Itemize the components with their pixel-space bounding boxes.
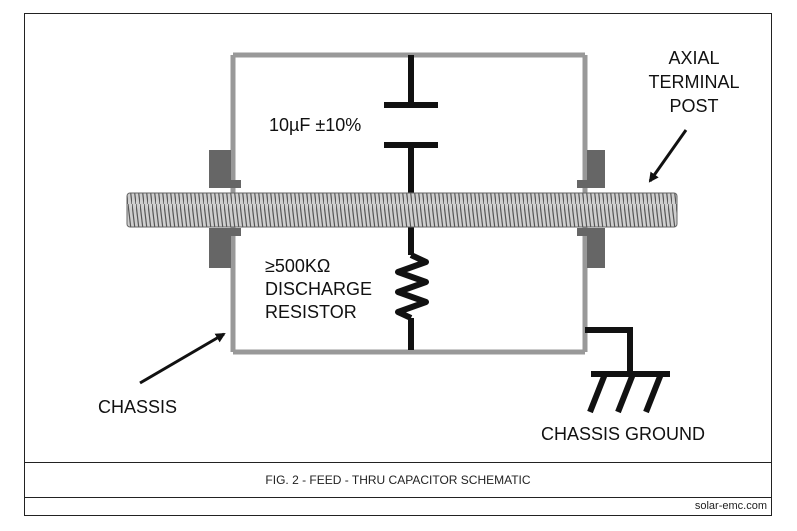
resistor-desc-line2: RESISTOR — [265, 302, 357, 322]
resistor-value-label: ≥500KΩ — [265, 256, 330, 276]
figure-frame — [24, 13, 772, 516]
post-label-line3: POST — [669, 96, 718, 116]
post-label-line1: AXIAL — [668, 48, 719, 68]
figure-caption: FIG. 2 - FEED - THRU CAPACITOR SCHEMATIC — [24, 462, 772, 498]
source-credit: solar-emc.com — [694, 500, 767, 512]
chassis-label: CHASSIS — [98, 397, 177, 417]
post-label-line2: TERMINAL — [648, 72, 739, 92]
chassis-ground-label: CHASSIS GROUND — [541, 424, 705, 444]
post-arrow — [648, 129, 688, 183]
figure-caption-text: FIG. 2 - FEED - THRU CAPACITOR SCHEMATIC — [265, 473, 531, 487]
mounting-flanges — [209, 150, 605, 268]
capacitor-value-label: 10µF ±10% — [269, 115, 361, 135]
resistor-desc-line1: DISCHARGE — [265, 279, 372, 299]
capacitor-symbol — [384, 55, 438, 195]
resistor-symbol — [395, 226, 429, 350]
axial-terminal-post — [126, 192, 678, 228]
chassis-arrow — [139, 332, 226, 385]
chassis-ground-symbol — [585, 327, 670, 414]
